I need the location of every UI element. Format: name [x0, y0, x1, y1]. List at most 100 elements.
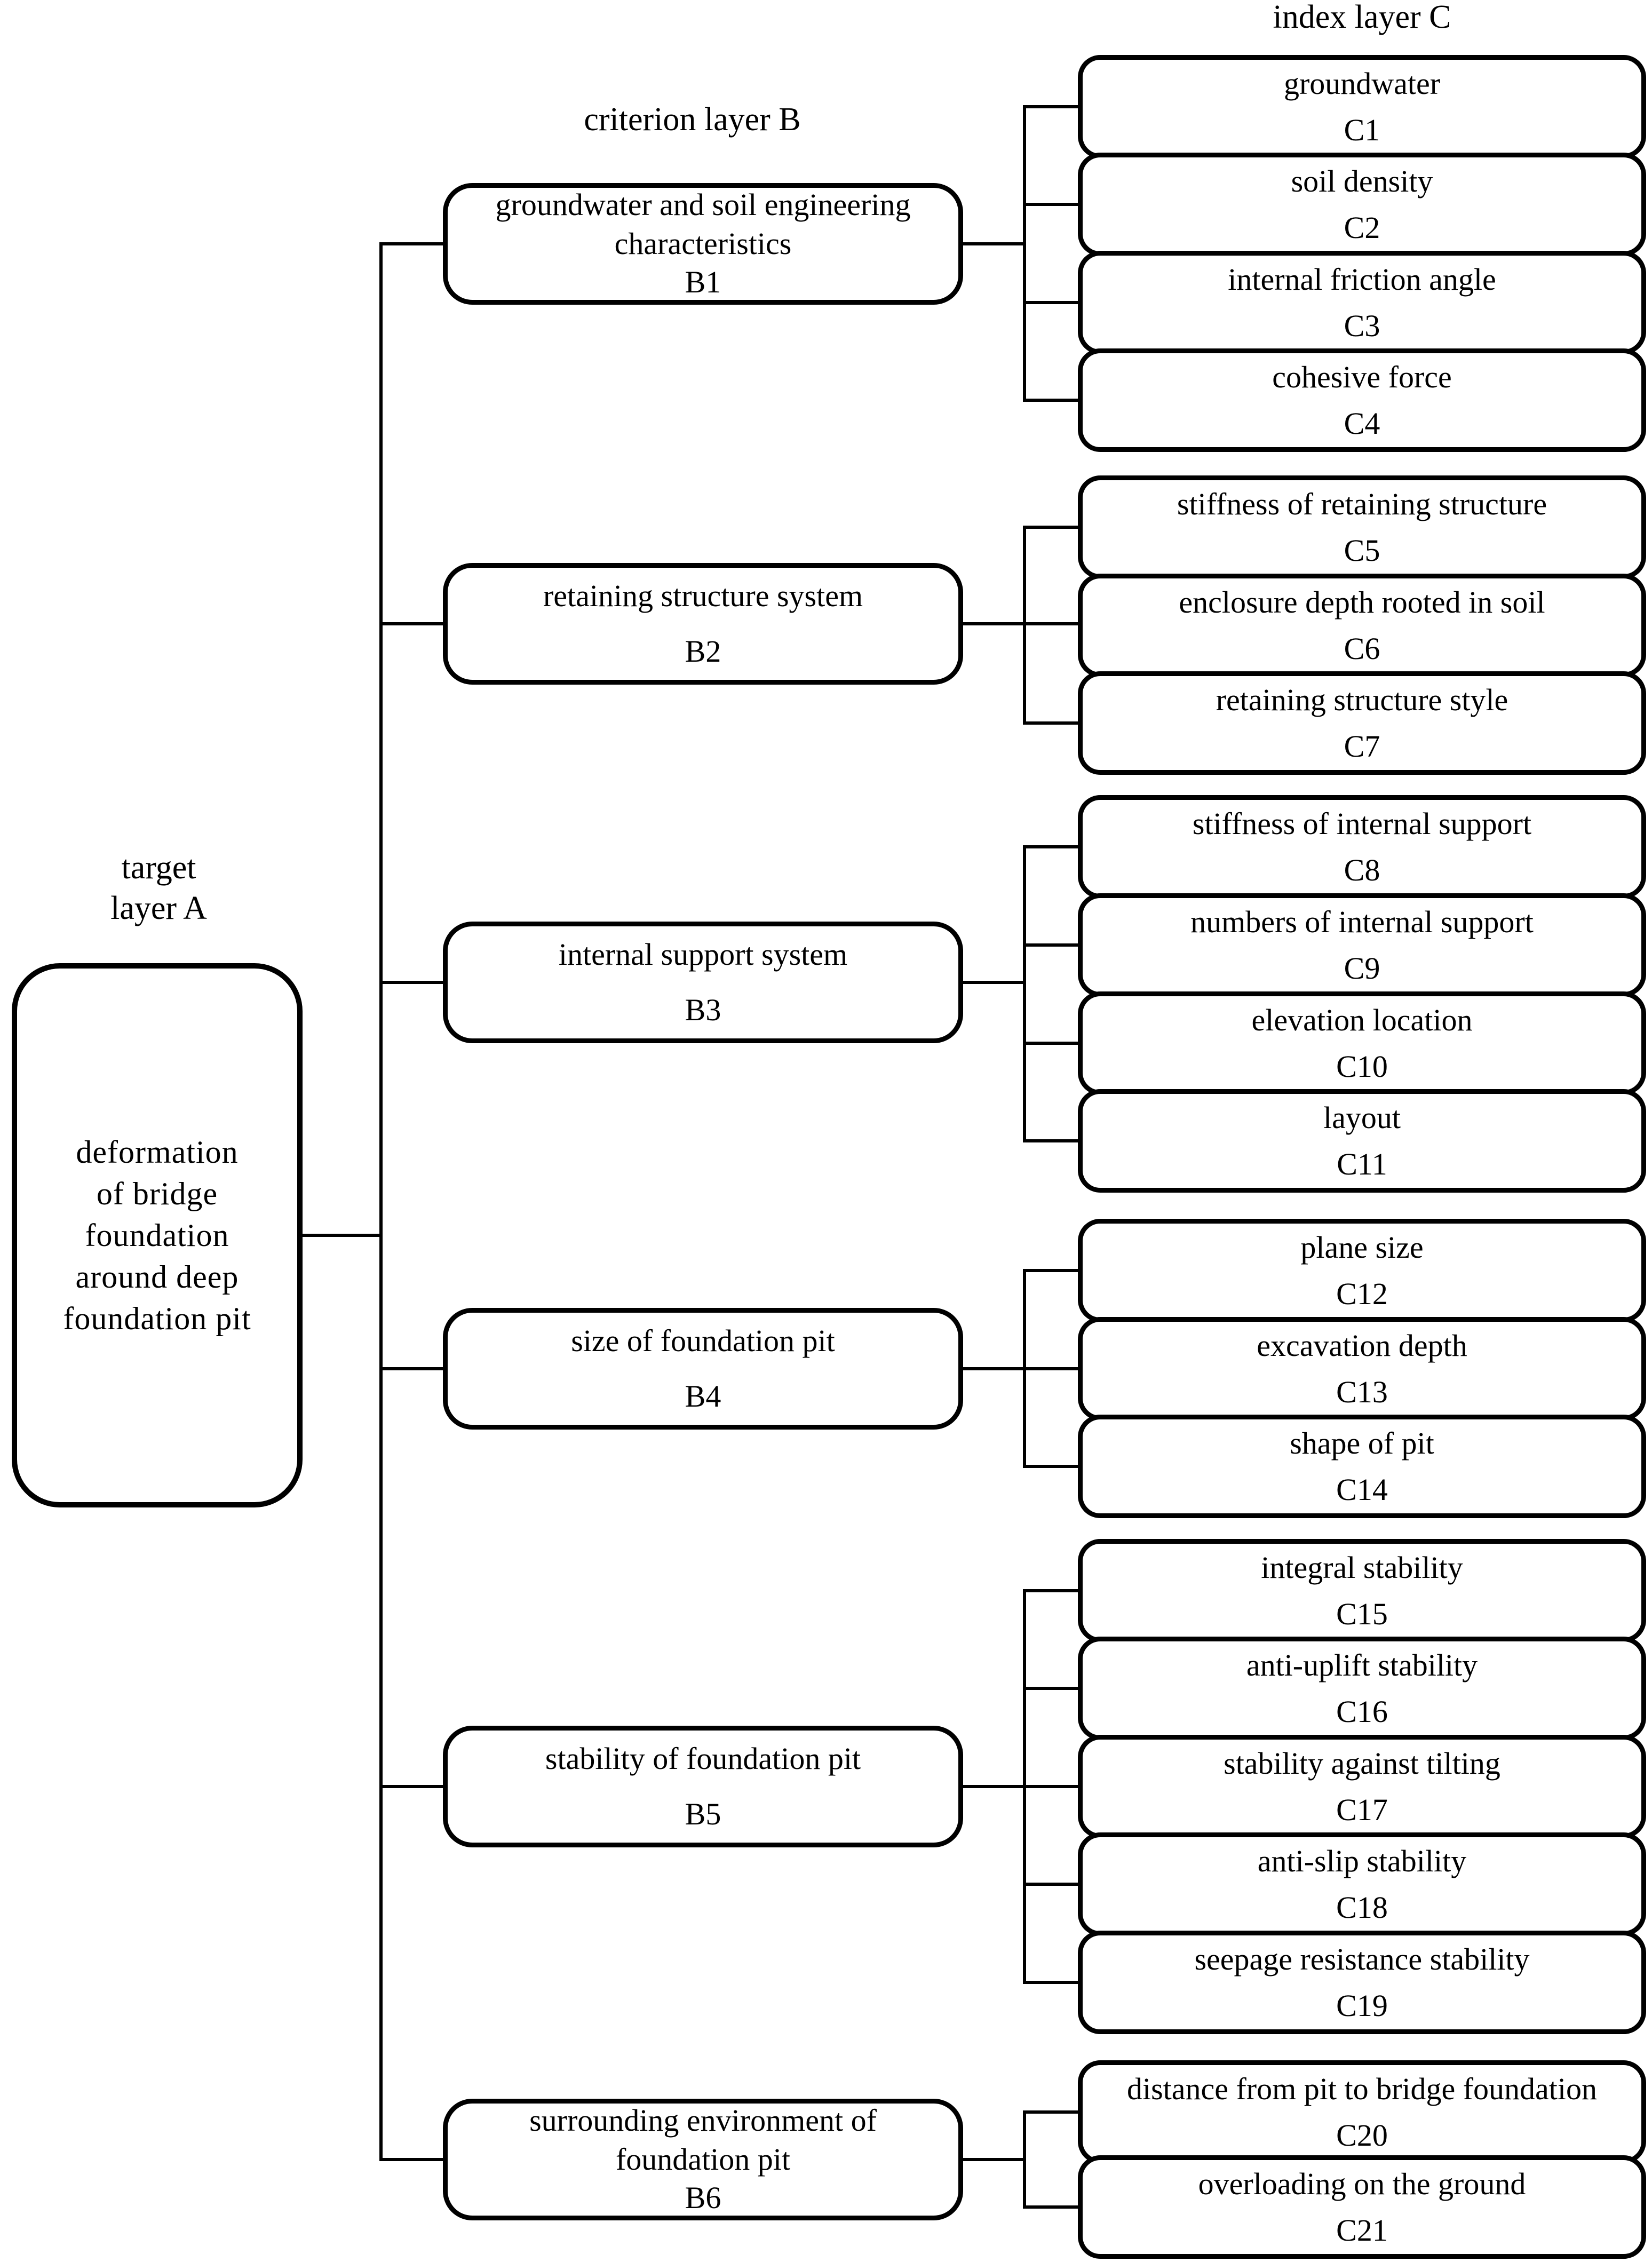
criterion-box-b1: groundwater and soil engineering charact… [443, 183, 963, 305]
connector-group3-spine [1023, 845, 1026, 1142]
index-box-c18: anti-slip stability C18 [1078, 1832, 1646, 1936]
index-box-code: C7 [1344, 729, 1380, 764]
index-box-label: seepage resistance stability [1194, 1942, 1530, 1977]
index-box-label: numbers of internal support [1190, 904, 1534, 939]
criterion-box-code: B3 [685, 993, 721, 1027]
index-box-c13: excavation depth C13 [1078, 1317, 1646, 1420]
index-box-code: C2 [1344, 210, 1380, 245]
criterion-box-label: groundwater and soil engineering charact… [495, 187, 911, 261]
connector-group6-spine [1023, 2110, 1026, 2209]
index-box-label: elevation location [1251, 1003, 1473, 1037]
target-box: deformation of bridge foundation around … [12, 963, 303, 1507]
connector-c2-stub [1023, 203, 1078, 206]
index-box-code: C3 [1344, 308, 1380, 343]
connector-b1-right-stub [963, 242, 1026, 245]
index-box-label: anti-uplift stability [1246, 1648, 1478, 1682]
index-box-c10: elevation location C10 [1078, 991, 1646, 1095]
index-box-label: layout [1323, 1100, 1401, 1135]
connector-left-spine [379, 242, 383, 2161]
index-box-code: C15 [1336, 1597, 1388, 1631]
index-box-code: C9 [1344, 951, 1380, 986]
index-box-code: C14 [1336, 1472, 1388, 1507]
connector-c7-stub [1023, 721, 1078, 725]
index-box-code: C4 [1344, 406, 1380, 441]
index-box-code: C5 [1344, 533, 1380, 568]
index-box-c15: integral stability C15 [1078, 1539, 1646, 1642]
index-box-c1: groundwater C1 [1078, 55, 1646, 158]
index-box-c17: stability against tilting C17 [1078, 1735, 1646, 1838]
index-box-label: soil density [1291, 164, 1433, 199]
connector-b2-left-stub [379, 622, 443, 625]
index-box-c2: soil density C2 [1078, 153, 1646, 256]
connector-c9-stub [1023, 943, 1078, 947]
index-box-c19: seepage resistance stability C19 [1078, 1931, 1646, 2034]
index-box-code: C6 [1344, 631, 1380, 666]
index-box-c5: stiffness of retaining structure C5 [1078, 475, 1646, 579]
index-box-label: stability against tilting [1224, 1746, 1500, 1781]
connector-c15-stub [1023, 1589, 1078, 1592]
connector-c5-stub [1023, 526, 1078, 529]
index-box-c11: layout C11 [1078, 1089, 1646, 1193]
connector-c19-stub [1023, 1981, 1078, 1984]
index-box-code: C20 [1336, 2118, 1388, 2153]
connector-c14-stub [1023, 1465, 1078, 1468]
connector-target-stub [303, 1234, 379, 1237]
connector-c8-stub [1023, 845, 1078, 848]
connector-b2-right-stub [963, 622, 1026, 625]
index-box-code: C18 [1336, 1890, 1388, 1925]
connector-b4-right-stub [963, 1367, 1026, 1370]
index-box-label: internal friction angle [1228, 262, 1496, 297]
connector-c13-stub [1023, 1367, 1078, 1370]
index-box-c3: internal friction angle C3 [1078, 251, 1646, 354]
connector-c1-stub [1023, 105, 1078, 108]
index-box-label: excavation depth [1257, 1328, 1467, 1363]
criterion-box-label: internal support system [558, 936, 848, 972]
connector-c12-stub [1023, 1269, 1078, 1272]
index-box-code: C16 [1336, 1694, 1388, 1729]
connector-b5-left-stub [379, 1785, 443, 1788]
connector-c10-stub [1023, 1042, 1078, 1045]
index-box-code: C19 [1336, 1988, 1388, 2023]
index-layer-heading: index layer C [1273, 0, 1451, 35]
criterion-box-b3: internal support system B3 [443, 922, 963, 1043]
connector-b3-left-stub [379, 981, 443, 984]
index-box-code: C12 [1336, 1276, 1388, 1311]
criterion-layer-heading: criterion layer B [584, 101, 801, 138]
index-box-code: C17 [1336, 1792, 1388, 1827]
connector-group1-spine [1023, 105, 1026, 402]
index-box-code: C11 [1337, 1147, 1387, 1181]
index-box-c21: overloading on the ground C21 [1078, 2155, 1646, 2259]
index-box-label: shape of pit [1290, 1426, 1434, 1461]
connector-c3-stub [1023, 301, 1078, 304]
criterion-box-code: B4 [685, 1379, 721, 1414]
index-box-label: enclosure depth rooted in soil [1179, 585, 1545, 620]
criterion-box-label: surrounding environment of foundation pi… [529, 2103, 877, 2177]
connector-b1-left-stub [379, 242, 443, 245]
index-box-label: distance from pit to bridge foundation [1126, 2071, 1598, 2106]
connector-b3-right-stub [963, 981, 1026, 984]
index-box-code: C13 [1336, 1375, 1388, 1409]
index-box-c9: numbers of internal support C9 [1078, 893, 1646, 997]
connector-c21-stub [1023, 2205, 1078, 2209]
index-box-code: C10 [1336, 1049, 1388, 1084]
target-layer-heading: target layer A [110, 850, 207, 926]
index-box-c20: distance from pit to bridge foundation C… [1078, 2060, 1646, 2164]
criterion-box-code: B5 [685, 1797, 721, 1831]
index-box-label: stiffness of internal support [1192, 806, 1532, 841]
connector-b5-right-stub [963, 1785, 1026, 1788]
index-box-c14: shape of pit C14 [1078, 1415, 1646, 1518]
index-box-code: C8 [1344, 853, 1380, 887]
connector-b6-left-stub [379, 2158, 443, 2161]
index-box-label: stiffness of retaining structure [1177, 487, 1547, 521]
criterion-box-label: stability of foundation pit [545, 1741, 861, 1776]
index-box-label: retaining structure style [1216, 682, 1508, 717]
index-box-label: plane size [1300, 1230, 1424, 1265]
connector-c18-stub [1023, 1883, 1078, 1886]
index-box-label: anti-slip stability [1257, 1844, 1467, 1878]
connector-c6-stub [1023, 622, 1078, 625]
connector-b4-left-stub [379, 1367, 443, 1370]
index-box-label: overloading on the ground [1198, 2166, 1526, 2201]
index-box-code: C21 [1336, 2213, 1388, 2248]
index-box-c7: retaining structure style C7 [1078, 671, 1646, 775]
